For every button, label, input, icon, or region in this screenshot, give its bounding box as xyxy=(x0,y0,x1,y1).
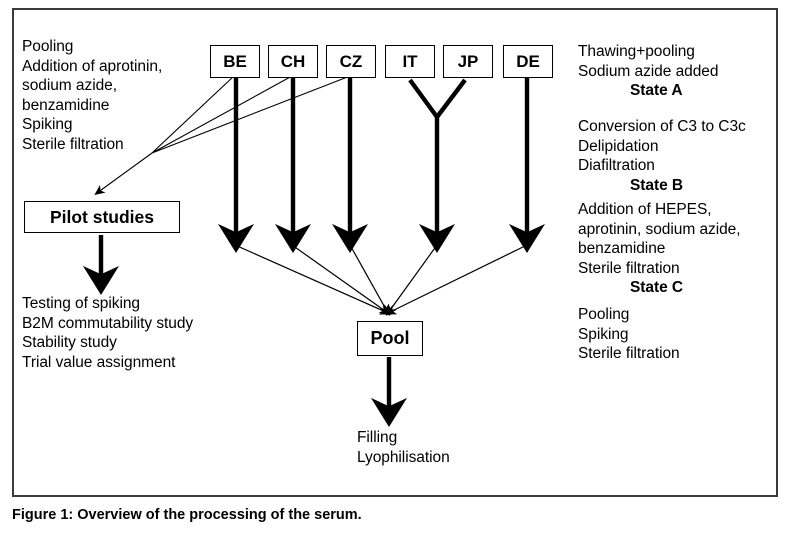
right-group-c-steps: Addition of HEPES, aprotinin, sodium azi… xyxy=(578,201,741,277)
node-country-de[interactable]: DE xyxy=(503,45,553,78)
right-group-b-steps: Conversion of C3 to C3c Delipidation Dia… xyxy=(578,118,746,175)
right-group-c-state: State C xyxy=(630,279,684,297)
right-group-c: Addition of HEPES, aprotinin, sodium azi… xyxy=(578,200,741,298)
node-country-it[interactable]: IT xyxy=(385,45,435,78)
node-pilot-studies[interactable]: Pilot studies xyxy=(24,201,180,233)
node-pool[interactable]: Pool xyxy=(357,321,423,356)
node-country-be[interactable]: BE xyxy=(210,45,260,78)
right-group-b: Conversion of C3 to C3c Delipidation Dia… xyxy=(578,117,746,195)
node-country-ch[interactable]: CH xyxy=(268,45,318,78)
node-country-jp[interactable]: JP xyxy=(443,45,493,78)
right-group-b-state: State B xyxy=(630,176,684,194)
left-top-steps: Pooling Addition of aprotinin, sodium az… xyxy=(22,38,163,153)
node-country-cz[interactable]: CZ xyxy=(326,45,376,78)
right-group-a-steps: Thawing+pooling Sodium azide added xyxy=(578,43,719,80)
figure-caption: Figure 1: Overview of the processing of … xyxy=(12,507,362,523)
right-group-d: Pooling Spiking Sterile filtration xyxy=(578,306,680,363)
left-bottom-steps: Testing of spiking B2M commutability stu… xyxy=(22,295,194,371)
right-group-a-state: State A xyxy=(630,82,683,100)
final-steps: Filling Lyophilisation xyxy=(357,429,450,466)
